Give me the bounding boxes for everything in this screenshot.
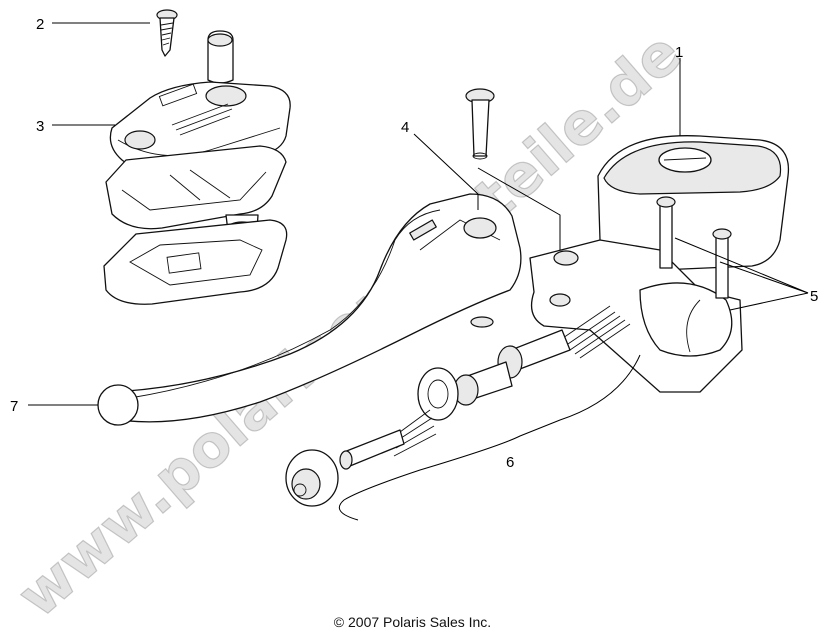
- leader-5b: [729, 292, 809, 311]
- leader-4b: [477, 167, 561, 250]
- leader-6: [338, 354, 641, 521]
- reservoir-cover-part-3: [103, 30, 291, 305]
- leader-5c: [674, 237, 809, 294]
- leader-5a: [719, 261, 809, 294]
- callout-3: 3: [36, 118, 44, 135]
- piston-kit-part-6: [285, 305, 631, 507]
- callout-2: 2: [36, 16, 44, 33]
- callout-6: 6: [506, 454, 514, 471]
- leader-4: [413, 133, 479, 210]
- leader-lines: [28, 22, 809, 521]
- master-cylinder-body-part-1: [529, 135, 790, 393]
- copyright-notice: © 2007 Polaris Sales Inc.: [333, 614, 492, 630]
- callout-5: 5: [810, 288, 818, 305]
- screw-part-2: [156, 9, 178, 57]
- callout-7: 7: [10, 398, 18, 415]
- brake-lever-part-7: [97, 193, 522, 426]
- pivot-pin-part-4: [465, 88, 495, 328]
- callout-4: 4: [401, 119, 409, 136]
- callout-1: 1: [675, 44, 683, 61]
